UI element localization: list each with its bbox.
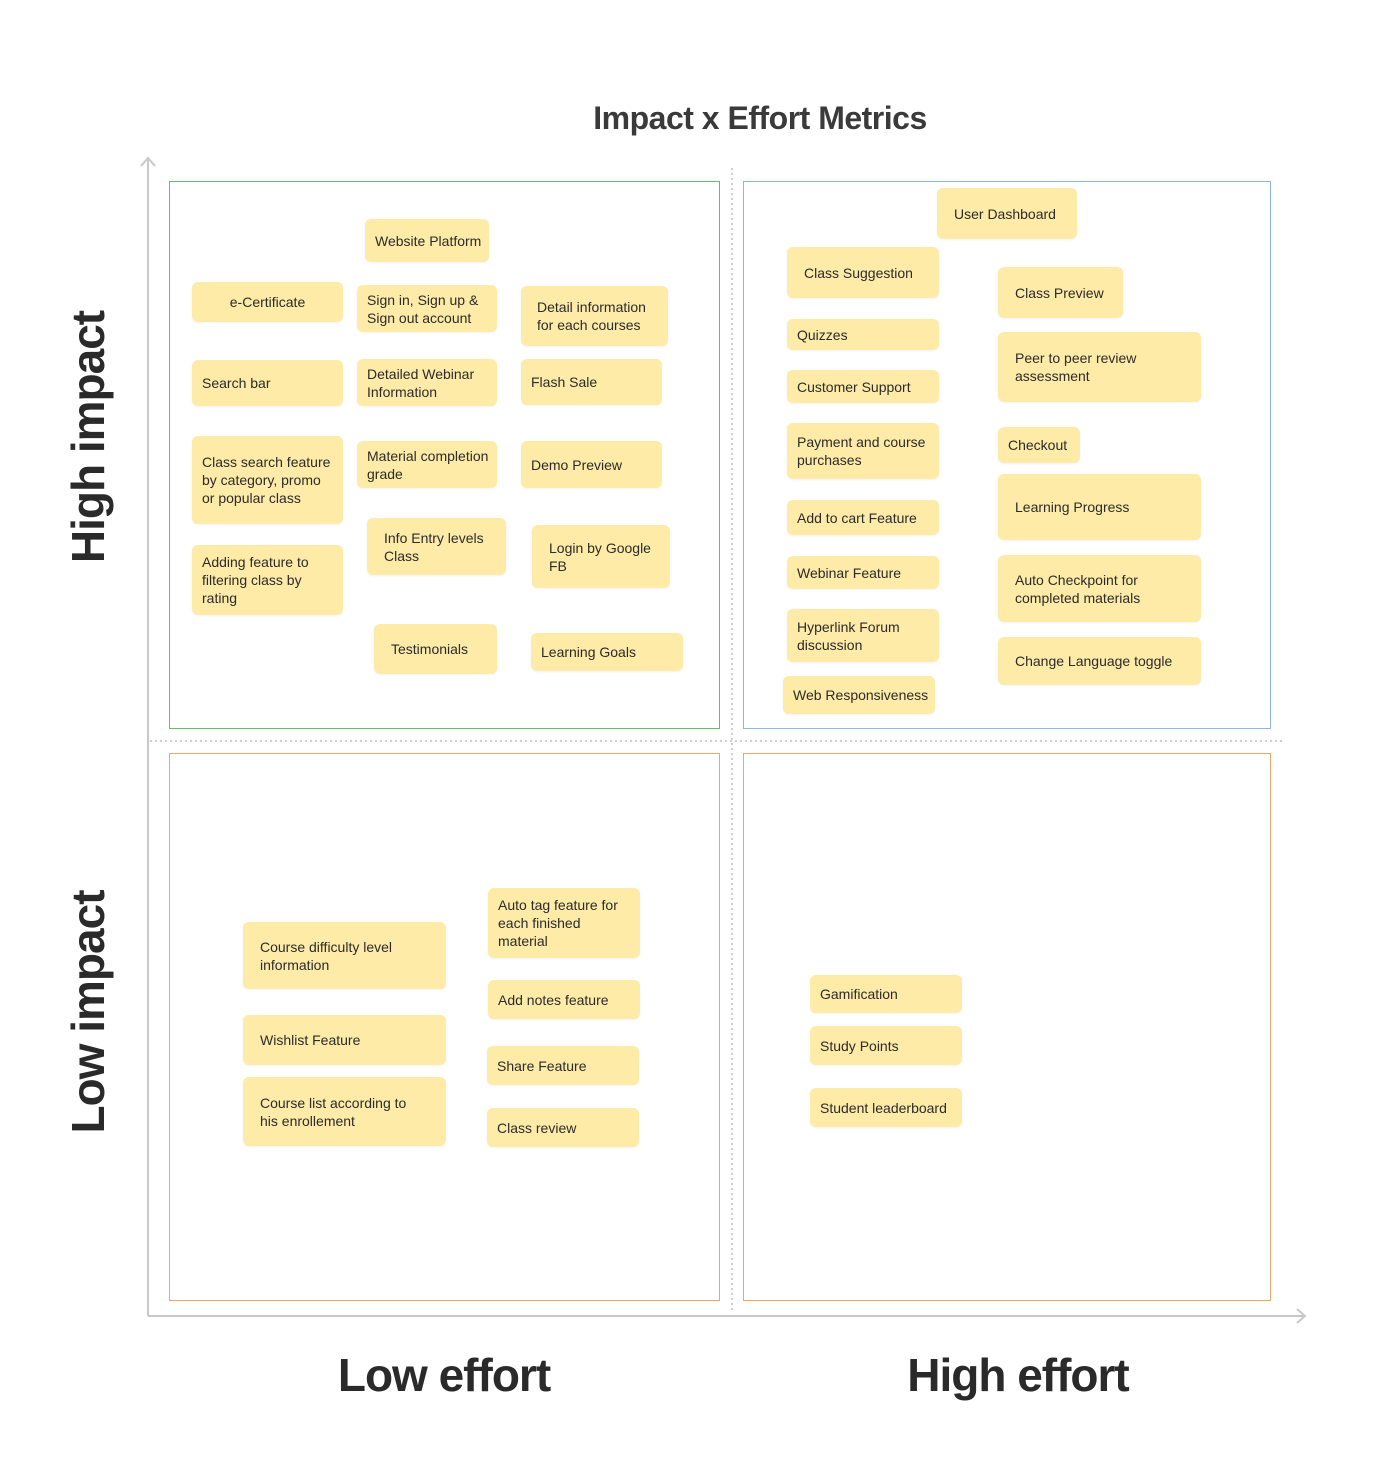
sticky-note: Flash Sale [521,359,662,405]
sticky-note: Login by Google FB [532,525,670,588]
sticky-note: Testimonials [374,624,497,674]
sticky-note: Sign in, Sign up & Sign out account [357,285,497,332]
sticky-note: Checkout [998,427,1080,463]
sticky-note: Customer Support [787,370,939,403]
sticky-note: Student leaderboard [810,1088,962,1127]
sticky-note: Hyperlink Forum discussion [787,609,939,662]
quadrant-high-impact-low-effort [169,181,720,729]
sticky-note: Wishlist Feature [243,1015,446,1065]
sticky-note: Learning Progress [998,474,1201,540]
quadrant-low-impact-high-effort [743,753,1271,1301]
sticky-note: Add notes feature [488,980,640,1019]
sticky-note: Class Preview [998,267,1123,318]
sticky-note: User Dashboard [937,188,1077,239]
sticky-note: Adding feature to filtering class by rat… [192,545,343,615]
sticky-note: e-Certificate [192,282,343,322]
sticky-note: Class review [487,1108,639,1147]
y-axis-arrow-icon [140,156,156,167]
sticky-note: Class Suggestion [787,247,939,298]
sticky-note: Peer to peer review assessment [998,332,1201,402]
sticky-note: Class search feature by category, promo … [192,436,343,524]
sticky-note: Demo Preview [521,441,662,488]
sticky-note: Detail information for each courses [521,286,668,346]
sticky-note: Add to cart Feature [787,500,939,535]
y-axis-label-high: High impact [62,310,114,564]
sticky-note: Change Language toggle [998,637,1201,685]
x-axis-arrow-icon [1296,1308,1307,1324]
sticky-note: Detailed Webinar Information [357,359,497,406]
sticky-note: Course difficulty level information [243,922,446,989]
sticky-note: Auto tag feature for each finished mater… [488,888,640,958]
sticky-note: Web Responsiveness [783,676,935,714]
x-axis-label-high: High effort [907,1349,1130,1401]
quadrant-low-impact-low-effort [169,753,720,1301]
sticky-note: Gamification [810,975,962,1013]
sticky-note: Material completion grade [357,441,497,488]
y-axis-label-low: Low impact [62,890,114,1134]
sticky-note: Website Platform [365,219,489,262]
sticky-note: Auto Checkpoint for completed materials [998,555,1201,622]
sticky-note: Learning Goals [531,633,683,671]
sticky-note: Payment and course purchases [787,423,939,479]
diagram-title: Impact x Effort Metrics [593,100,927,136]
quadrant-high-impact-high-effort [743,181,1271,729]
x-axis-label-low: Low effort [337,1349,551,1401]
sticky-note: Search bar [192,360,343,406]
sticky-note: Webinar Feature [787,556,939,589]
sticky-note: Course list according to his enrollement [243,1077,446,1146]
sticky-note: Study Points [810,1026,962,1065]
sticky-note: Info Entry levels Class [367,518,506,575]
sticky-note: Quizzes [787,319,939,350]
sticky-note: Share Feature [487,1046,639,1085]
